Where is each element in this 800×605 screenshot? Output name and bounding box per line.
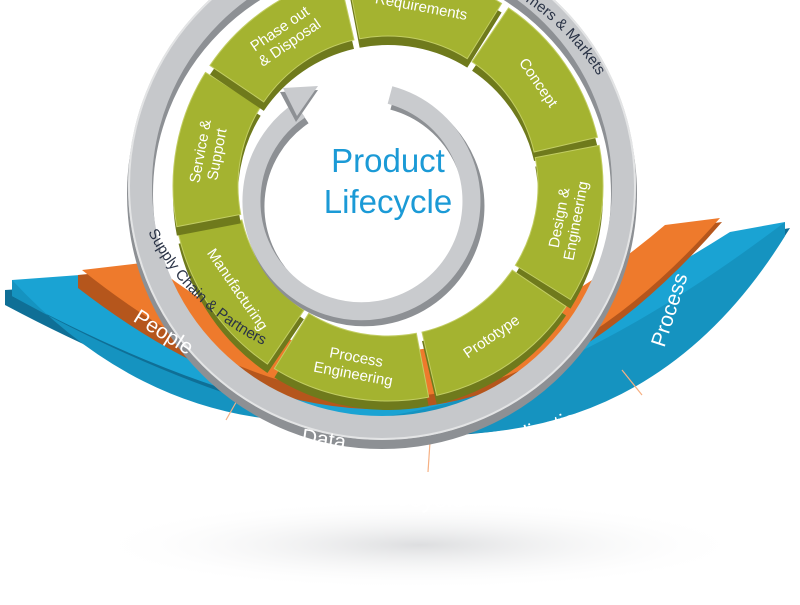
stage-manufacturing: Manufacturing — [177, 219, 305, 374]
outer-ring — [127, 0, 637, 449]
stage-phaseout-face — [209, 0, 355, 103]
stage-design: Design &Engineering — [514, 144, 604, 309]
stage-requirements-face — [351, 0, 503, 60]
stage-design-face — [514, 144, 604, 301]
band-label-data: Data — [300, 425, 347, 454]
stage-service-face — [172, 71, 262, 228]
stage-process-eng-face — [273, 312, 430, 402]
center-title-line1: Product — [331, 142, 445, 179]
plm-band-face — [12, 222, 785, 435]
stage-concept-face — [471, 7, 599, 153]
cycle-arrow — [242, 86, 485, 327]
stage-prototype: Prototype — [421, 269, 567, 405]
floor-shadow — [90, 500, 750, 590]
stage-service: Service &Support — [172, 71, 262, 236]
stage-phaseout: Phase out& Disposal — [209, 0, 355, 111]
stage-process-eng: ProcessEngineering — [273, 312, 430, 410]
stage-prototype-face — [421, 269, 567, 397]
stage-requirements: Requirements — [350, 0, 503, 68]
center-title-line2: Lifecycle — [324, 183, 452, 220]
stage-concept: Concept — [471, 7, 599, 162]
